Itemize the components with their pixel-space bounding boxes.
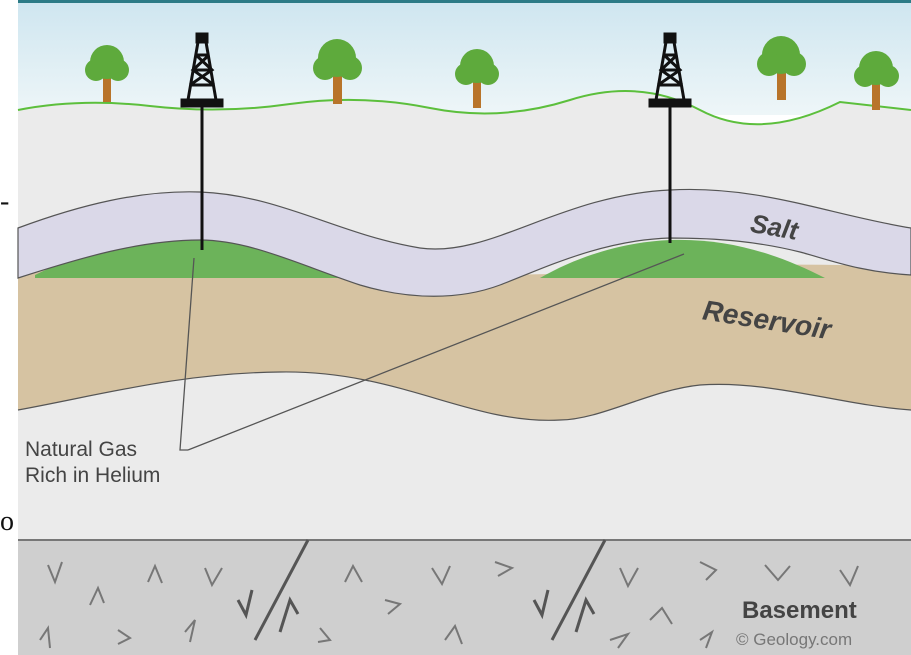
basement-texture (39, 561, 859, 649)
tree-icon (455, 49, 499, 108)
fault-arrows-left (236, 589, 300, 633)
edge-glyph-bottom: o (0, 506, 14, 537)
credit-label: © Geology.com (736, 630, 852, 649)
gas-pocket-right (540, 239, 825, 278)
tree-icon (85, 45, 129, 102)
frame-top-border (18, 0, 911, 3)
salt-layer (17, 188, 911, 297)
derrick-left-icon (180, 32, 224, 108)
fault-left (253, 539, 310, 641)
gas-leader-lines (179, 253, 685, 451)
tree-icon (854, 51, 899, 110)
gas-label-line1: Natural Gas (25, 438, 137, 461)
reservoir-layer (18, 253, 911, 421)
fault-arrows-right (532, 589, 596, 633)
tree-icon (313, 39, 362, 104)
reservoir-bottom-edge (17, 371, 911, 421)
grass-line (17, 90, 911, 126)
edge-glyph-top: - (0, 186, 10, 217)
gas-label-line2: Rich in Helium (25, 464, 160, 487)
fault-right (550, 539, 607, 641)
basement-label: Basement (742, 597, 857, 624)
tree-icon (757, 36, 806, 100)
basement-layer (18, 540, 911, 655)
derrick-right-icon (648, 32, 692, 108)
